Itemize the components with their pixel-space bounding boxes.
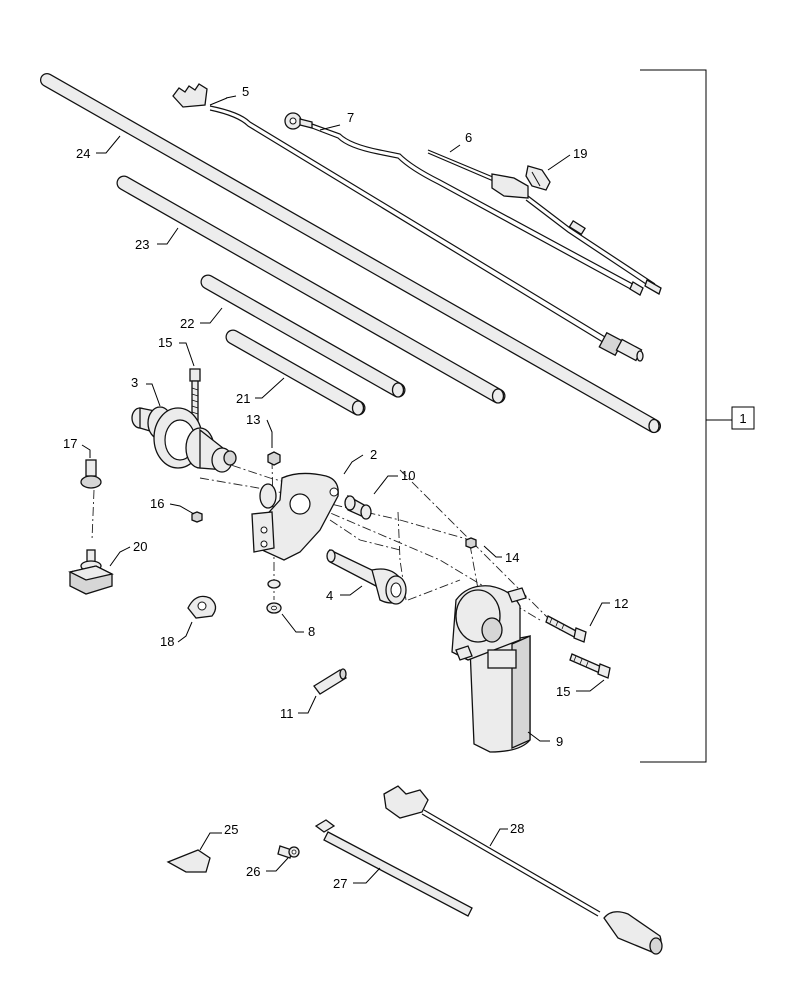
- leader-lines: [81, 95, 610, 884]
- nut-13: [267, 451, 281, 466]
- callout-8: 8: [308, 624, 315, 639]
- fuse-cable-6: [427, 149, 662, 295]
- callout-2: 2: [370, 447, 377, 462]
- callout-labels: 1 5 7 6 19 24 23 22 21 15 3 13 2 10 17 1…: [63, 84, 747, 891]
- rod-22: [200, 274, 406, 398]
- bolt-15-right: [569, 653, 611, 679]
- rod-23: [116, 175, 506, 404]
- assembly-bracket: [640, 69, 755, 763]
- shaft-4: [326, 548, 407, 605]
- callout-13: 13: [246, 412, 260, 427]
- callout-21: 21: [236, 391, 250, 406]
- callout-11: 11: [280, 706, 294, 721]
- callout-15-top: 15: [158, 335, 172, 350]
- rod-21: [225, 329, 366, 416]
- blade-fuse-19: [525, 165, 551, 191]
- callout-16: 16: [150, 496, 164, 511]
- ring-terminal-26: [277, 845, 300, 859]
- callout-4: 4: [326, 588, 333, 603]
- screw-17: [80, 459, 102, 489]
- fuse-11: [313, 668, 347, 695]
- plate-2: [251, 472, 339, 561]
- harness-28: [383, 785, 663, 955]
- callout-20: 20: [133, 539, 147, 554]
- bolt-12: [545, 615, 587, 643]
- callout-18: 18: [160, 634, 174, 649]
- nut-16: [191, 511, 203, 523]
- callout-26: 26: [246, 864, 260, 879]
- callout-3: 3: [131, 375, 138, 390]
- callout-12: 12: [614, 596, 628, 611]
- cable-tie-27: [314, 819, 473, 917]
- callout-5: 5: [242, 84, 249, 99]
- callout-9: 9: [556, 734, 563, 749]
- callout-27: 27: [333, 876, 347, 891]
- motor-9: [451, 585, 531, 753]
- clip-25: [166, 849, 211, 873]
- ground-cable-7: [284, 112, 644, 296]
- callout-1: 1: [739, 411, 746, 426]
- callout-25: 25: [224, 822, 238, 837]
- clamp-18: [187, 595, 217, 619]
- callout-6: 6: [465, 130, 472, 145]
- wire-harness-5: [172, 83, 644, 362]
- bushing-10: [344, 494, 372, 520]
- callout-10: 10: [401, 468, 415, 483]
- nut-14: [465, 537, 477, 549]
- switch-20: [68, 549, 114, 595]
- washer-8: [266, 579, 282, 614]
- callout-19: 19: [573, 146, 587, 161]
- callout-22: 22: [180, 316, 194, 331]
- callout-15-right: 15: [556, 684, 570, 699]
- callout-14: 14: [505, 550, 519, 565]
- callout-24: 24: [76, 146, 90, 161]
- bolt-15-top: [189, 368, 201, 422]
- rod-24: [40, 73, 661, 434]
- bracket-3: [131, 406, 237, 473]
- callout-7: 7: [347, 110, 354, 125]
- callout-28: 28: [510, 821, 524, 836]
- callout-17: 17: [63, 436, 77, 451]
- callout-23: 23: [135, 237, 149, 252]
